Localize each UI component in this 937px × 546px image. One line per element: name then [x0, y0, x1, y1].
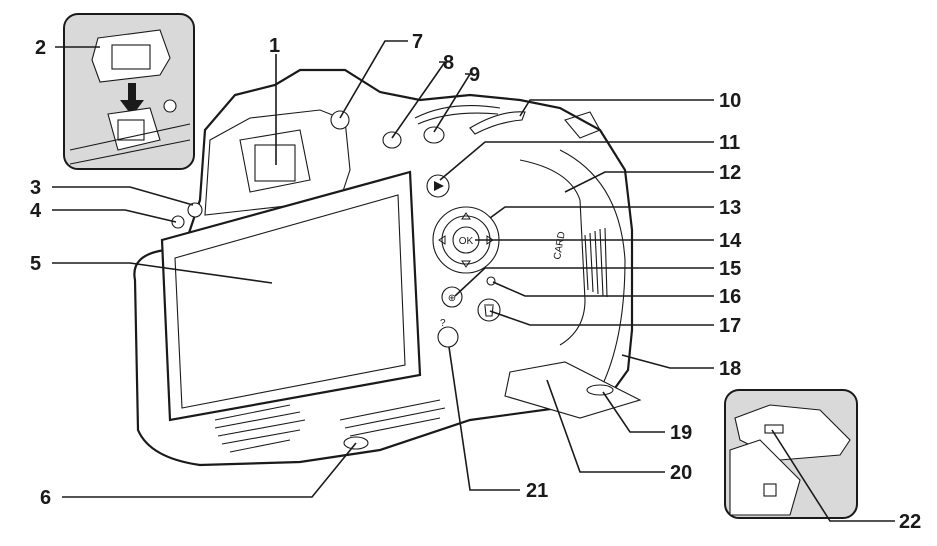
mode-dial-ridge	[417, 112, 499, 125]
callout-22: 22	[899, 511, 921, 533]
leader-17	[489, 310, 714, 326]
playback-icon	[434, 181, 444, 191]
callout-7: 7	[412, 31, 423, 53]
leader-6	[62, 442, 357, 498]
trash-icon	[484, 304, 494, 317]
callout-21: 21	[526, 480, 548, 502]
callout-19: 19	[670, 422, 692, 444]
card-label: CARD	[552, 231, 568, 261]
zoom-out-help-button[interactable]	[437, 326, 459, 348]
zoom-in-button[interactable]	[441, 286, 463, 308]
callout-16: 16	[719, 286, 741, 308]
callout-10: 10	[719, 90, 741, 112]
battery-contact	[763, 483, 777, 497]
leader-7	[339, 40, 408, 119]
leader-3	[52, 186, 194, 206]
callout-9: 9	[469, 64, 480, 86]
leader-5	[52, 262, 273, 284]
bottom-plate-ridges	[214, 399, 446, 453]
leader-13	[489, 206, 714, 219]
battery-compartment	[729, 439, 801, 516]
left-arrow-icon	[438, 235, 446, 245]
leader-4	[52, 209, 177, 223]
eyecup-part	[91, 29, 171, 83]
leader-19	[602, 391, 665, 433]
eyecup-window	[111, 44, 151, 70]
up-arrow-icon	[461, 212, 471, 220]
callout-6: 6	[40, 487, 51, 509]
leader-22	[771, 429, 895, 522]
camera-body: CARD OK ⊕	[133, 68, 642, 467]
inset-eyecup	[63, 13, 195, 170]
down-arrow-icon	[120, 83, 144, 116]
delete-button[interactable]	[477, 298, 501, 322]
leader-20	[546, 379, 665, 473]
zoom-in-icon: ⊕	[448, 293, 456, 304]
leader-15	[454, 267, 714, 297]
battery-latch[interactable]	[586, 384, 614, 396]
grip-outline	[559, 149, 626, 391]
callout-20: 20	[670, 462, 692, 484]
leader-8	[391, 61, 447, 139]
callout-14: 14	[719, 230, 742, 252]
mode-dial[interactable]	[414, 104, 501, 119]
inset-body-lines	[69, 123, 191, 165]
leader-21	[448, 346, 520, 491]
callout-11: 11	[719, 132, 740, 154]
callout-8: 8	[443, 52, 454, 74]
info-button[interactable]	[171, 215, 185, 229]
leader-lines	[52, 40, 895, 522]
leader-9	[433, 73, 472, 133]
callout-17: 17	[719, 315, 741, 337]
callout-2: 2	[35, 37, 46, 59]
command-dial[interactable]	[469, 111, 526, 135]
callout-3: 3	[30, 177, 41, 199]
diopter-knob-inset	[163, 99, 177, 113]
callout-18: 18	[719, 358, 741, 380]
leader-18	[621, 354, 714, 369]
ok-label: OK	[459, 236, 474, 247]
monitor	[160, 170, 422, 422]
leader-11	[439, 141, 714, 181]
monitor-screen	[174, 194, 406, 409]
card-cover-outline	[519, 159, 586, 346]
viewfinder-window	[254, 144, 296, 182]
callout-1: 1	[269, 35, 280, 57]
viewfinder-opening	[117, 119, 145, 141]
callout-12: 12	[719, 162, 741, 184]
speaker-vents	[584, 227, 608, 298]
exposure-comp-button[interactable]	[423, 126, 445, 144]
leader-12	[564, 171, 714, 193]
down-arrow-icon	[461, 260, 471, 268]
help-glyph: ?	[440, 318, 446, 329]
callout-4: 4	[30, 200, 42, 222]
inset-connector	[724, 389, 858, 519]
leader-10	[519, 99, 714, 117]
diopter-control[interactable]	[330, 110, 350, 130]
battery-cover[interactable]	[504, 361, 642, 419]
access-lamp	[486, 276, 496, 286]
callout-5: 5	[30, 253, 41, 275]
callout-15: 15	[719, 258, 741, 280]
menu-button[interactable]	[187, 202, 203, 218]
callout-13: 13	[719, 197, 741, 219]
strap-eyelet	[564, 111, 601, 139]
callout-numbers: 1 2 3 4 5 6 7 8 9 10 11 12 13 14 15 16 1…	[30, 31, 921, 533]
ae-lock-button[interactable]	[382, 131, 402, 149]
leader-16	[492, 281, 714, 297]
